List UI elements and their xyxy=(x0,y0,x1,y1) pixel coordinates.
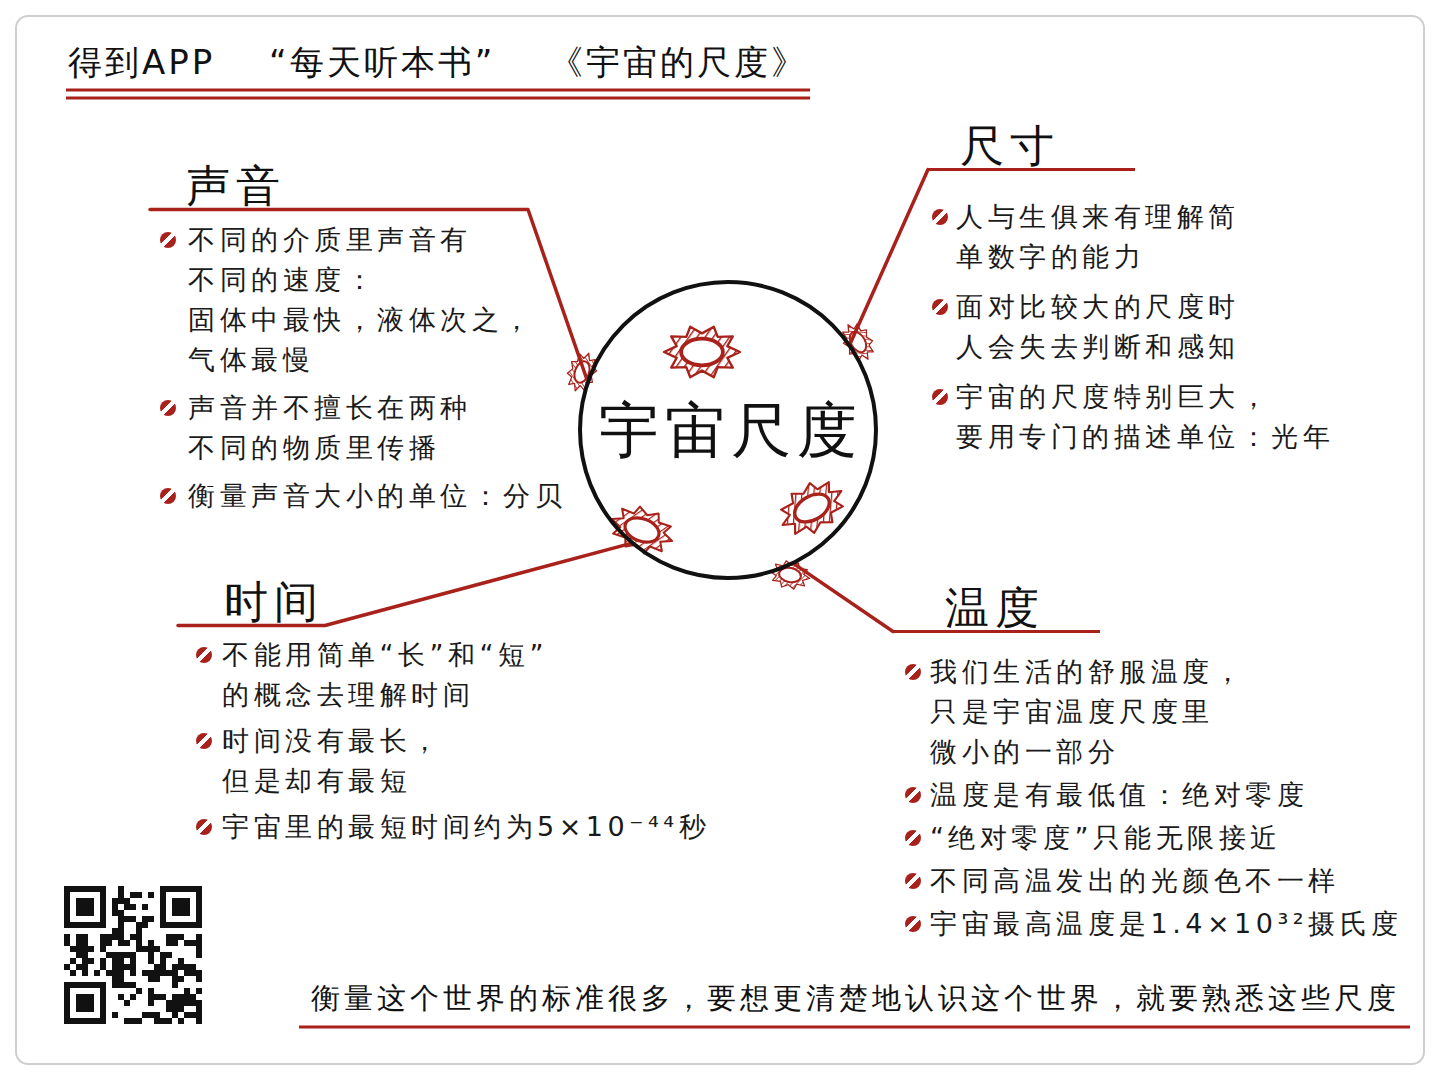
bullet-text: 宇宙的尺度特别巨大， 要用专门的描述单位：光年 xyxy=(956,377,1398,457)
branch-connector xyxy=(795,564,893,631)
heading-rule: 尺寸 xyxy=(928,124,1135,171)
bullet-text: 不能用简单“长”和“短” 的概念去理解时间 xyxy=(222,635,723,715)
center-circle: 宇宙尺度 xyxy=(578,280,878,580)
bullet-text: “绝对零度”只能无限接近 xyxy=(930,818,1408,858)
branch-node: 声音不同的介质里声音有 不同的速度： 固体中最快，液体次之， 气体最慢声音并不擅… xyxy=(150,150,576,516)
branch-connector xyxy=(150,210,587,380)
bullet-list: 不能用简单“长”和“短” 的概念去理解时间时间没有最长， 但是却有最短宇宙里的最… xyxy=(178,635,723,847)
branch-heading: 声音 xyxy=(186,164,286,208)
heading-rule: 声音 xyxy=(150,164,528,211)
bullet-item: 不同高温发出的光颜色不一样 xyxy=(893,861,1408,901)
bullet-text: 时间没有最长， 但是却有最短 xyxy=(222,721,723,801)
bullet-item: 宇宙最高温度是1.4×10³²摄氏度 xyxy=(893,904,1408,944)
planet-fill xyxy=(578,280,878,580)
bullet-dot xyxy=(905,916,921,932)
bullet-dot xyxy=(905,873,921,889)
bullet-dot xyxy=(196,733,212,749)
bullet-text: 不同高温发出的光颜色不一样 xyxy=(930,861,1408,901)
bullet-list: 我们生活的舒服温度， 只是宇宙温度尺度里 微小的一部分温度是有最低值：绝对零度“… xyxy=(893,652,1408,944)
caption-rule xyxy=(299,1026,1410,1029)
bullet-dot xyxy=(196,647,212,663)
bullet-list: 不同的介质里声音有 不同的速度： 固体中最快，液体次之， 气体最慢声音并不擅长在… xyxy=(150,220,576,516)
bullet-item: 温度是有最低值：绝对零度 xyxy=(893,775,1408,815)
bullet-dot xyxy=(932,209,948,225)
bullet-dot xyxy=(932,299,948,315)
branch-node: 温度我们生活的舒服温度， 只是宇宙温度尺度里 微小的一部分温度是有最低值：绝对零… xyxy=(893,586,1408,944)
branch-connector xyxy=(850,170,928,344)
bullet-text: 宇宙里的最短时间约为5×10⁻⁴⁴秒 xyxy=(222,807,723,847)
center-label: 宇宙尺度 xyxy=(593,394,863,466)
title-rule xyxy=(66,89,810,92)
crater xyxy=(563,349,602,396)
bullet-item: 宇宙的尺度特别巨大， 要用专门的描述单位：光年 xyxy=(928,377,1398,457)
crater xyxy=(771,471,852,544)
branch-connector xyxy=(178,544,630,626)
circle-outline xyxy=(580,282,876,578)
bullet-item: 衡量声音大小的单位：分贝 xyxy=(150,476,576,516)
bullet-text: 不同的介质里声音有 不同的速度： 固体中最快，液体次之， 气体最慢 xyxy=(188,220,576,380)
title-rule xyxy=(66,97,810,100)
bullet-dot xyxy=(905,830,921,846)
bullet-dot xyxy=(905,787,921,803)
branch-node: 时间不能用简单“长”和“短” 的概念去理解时间时间没有最长， 但是却有最短宇宙里… xyxy=(178,580,723,847)
bullet-list: 人与生俱来有理解简 单数字的能力面对比较大的尺度时 人会失去判断和感知宇宙的尺度… xyxy=(928,197,1398,457)
bullet-text: 衡量声音大小的单位：分贝 xyxy=(188,476,576,516)
bullet-text: 面对比较大的尺度时 人会失去判断和感知 xyxy=(956,287,1398,367)
branch-node: 尺寸人与生俱来有理解简 单数字的能力面对比较大的尺度时 人会失去判断和感知宇宙的… xyxy=(928,124,1398,457)
bullet-dot xyxy=(160,488,176,504)
branch-heading: 时间 xyxy=(224,580,324,624)
branch-heading: 尺寸 xyxy=(960,124,1060,168)
bullet-item: 人与生俱来有理解简 单数字的能力 xyxy=(928,197,1398,277)
bullet-item: 不同的介质里声音有 不同的速度： 固体中最快，液体次之， 气体最慢 xyxy=(150,220,576,380)
heading-rule: 时间 xyxy=(178,580,325,627)
bullet-item: 面对比较大的尺度时 人会失去判断和感知 xyxy=(928,287,1398,367)
bullet-item: 声音并不擅长在两种 不同的物质里传播 xyxy=(150,388,576,468)
bullet-dot xyxy=(932,389,948,405)
bullet-item: 宇宙里的最短时间约为5×10⁻⁴⁴秒 xyxy=(178,807,723,847)
bullet-dot xyxy=(196,819,212,835)
bullet-dot xyxy=(160,400,176,416)
page-title: 得到APP “每天听本书” 《宇宙的尺度》 xyxy=(68,40,808,84)
bullet-item: 我们生活的舒服温度， 只是宇宙温度尺度里 微小的一部分 xyxy=(893,652,1408,772)
heading-rule: 温度 xyxy=(893,586,1100,633)
bullet-dot xyxy=(160,232,176,248)
bullet-text: 温度是有最低值：绝对零度 xyxy=(930,775,1408,815)
bullet-item: 时间没有最长， 但是却有最短 xyxy=(178,721,723,801)
caption-text: 衡量这个世界的标准很多，要想更清楚地认识这个世界，就要熟悉这些尺度 xyxy=(311,980,1400,1018)
bullet-text: 宇宙最高温度是1.4×10³²摄氏度 xyxy=(930,904,1408,944)
bullet-item: “绝对零度”只能无限接近 xyxy=(893,818,1408,858)
qr-code xyxy=(64,886,202,1024)
crater xyxy=(664,327,740,378)
card-frame xyxy=(16,16,1424,1064)
bullet-dot xyxy=(905,664,921,680)
bullet-text: 人与生俱来有理解简 单数字的能力 xyxy=(956,197,1398,277)
bullet-item: 不能用简单“长”和“短” 的概念去理解时间 xyxy=(178,635,723,715)
bullet-text: 声音并不擅长在两种 不同的物质里传播 xyxy=(188,388,576,468)
bullet-text: 我们生活的舒服温度， 只是宇宙温度尺度里 微小的一部分 xyxy=(930,652,1408,772)
branch-heading: 温度 xyxy=(945,586,1045,630)
